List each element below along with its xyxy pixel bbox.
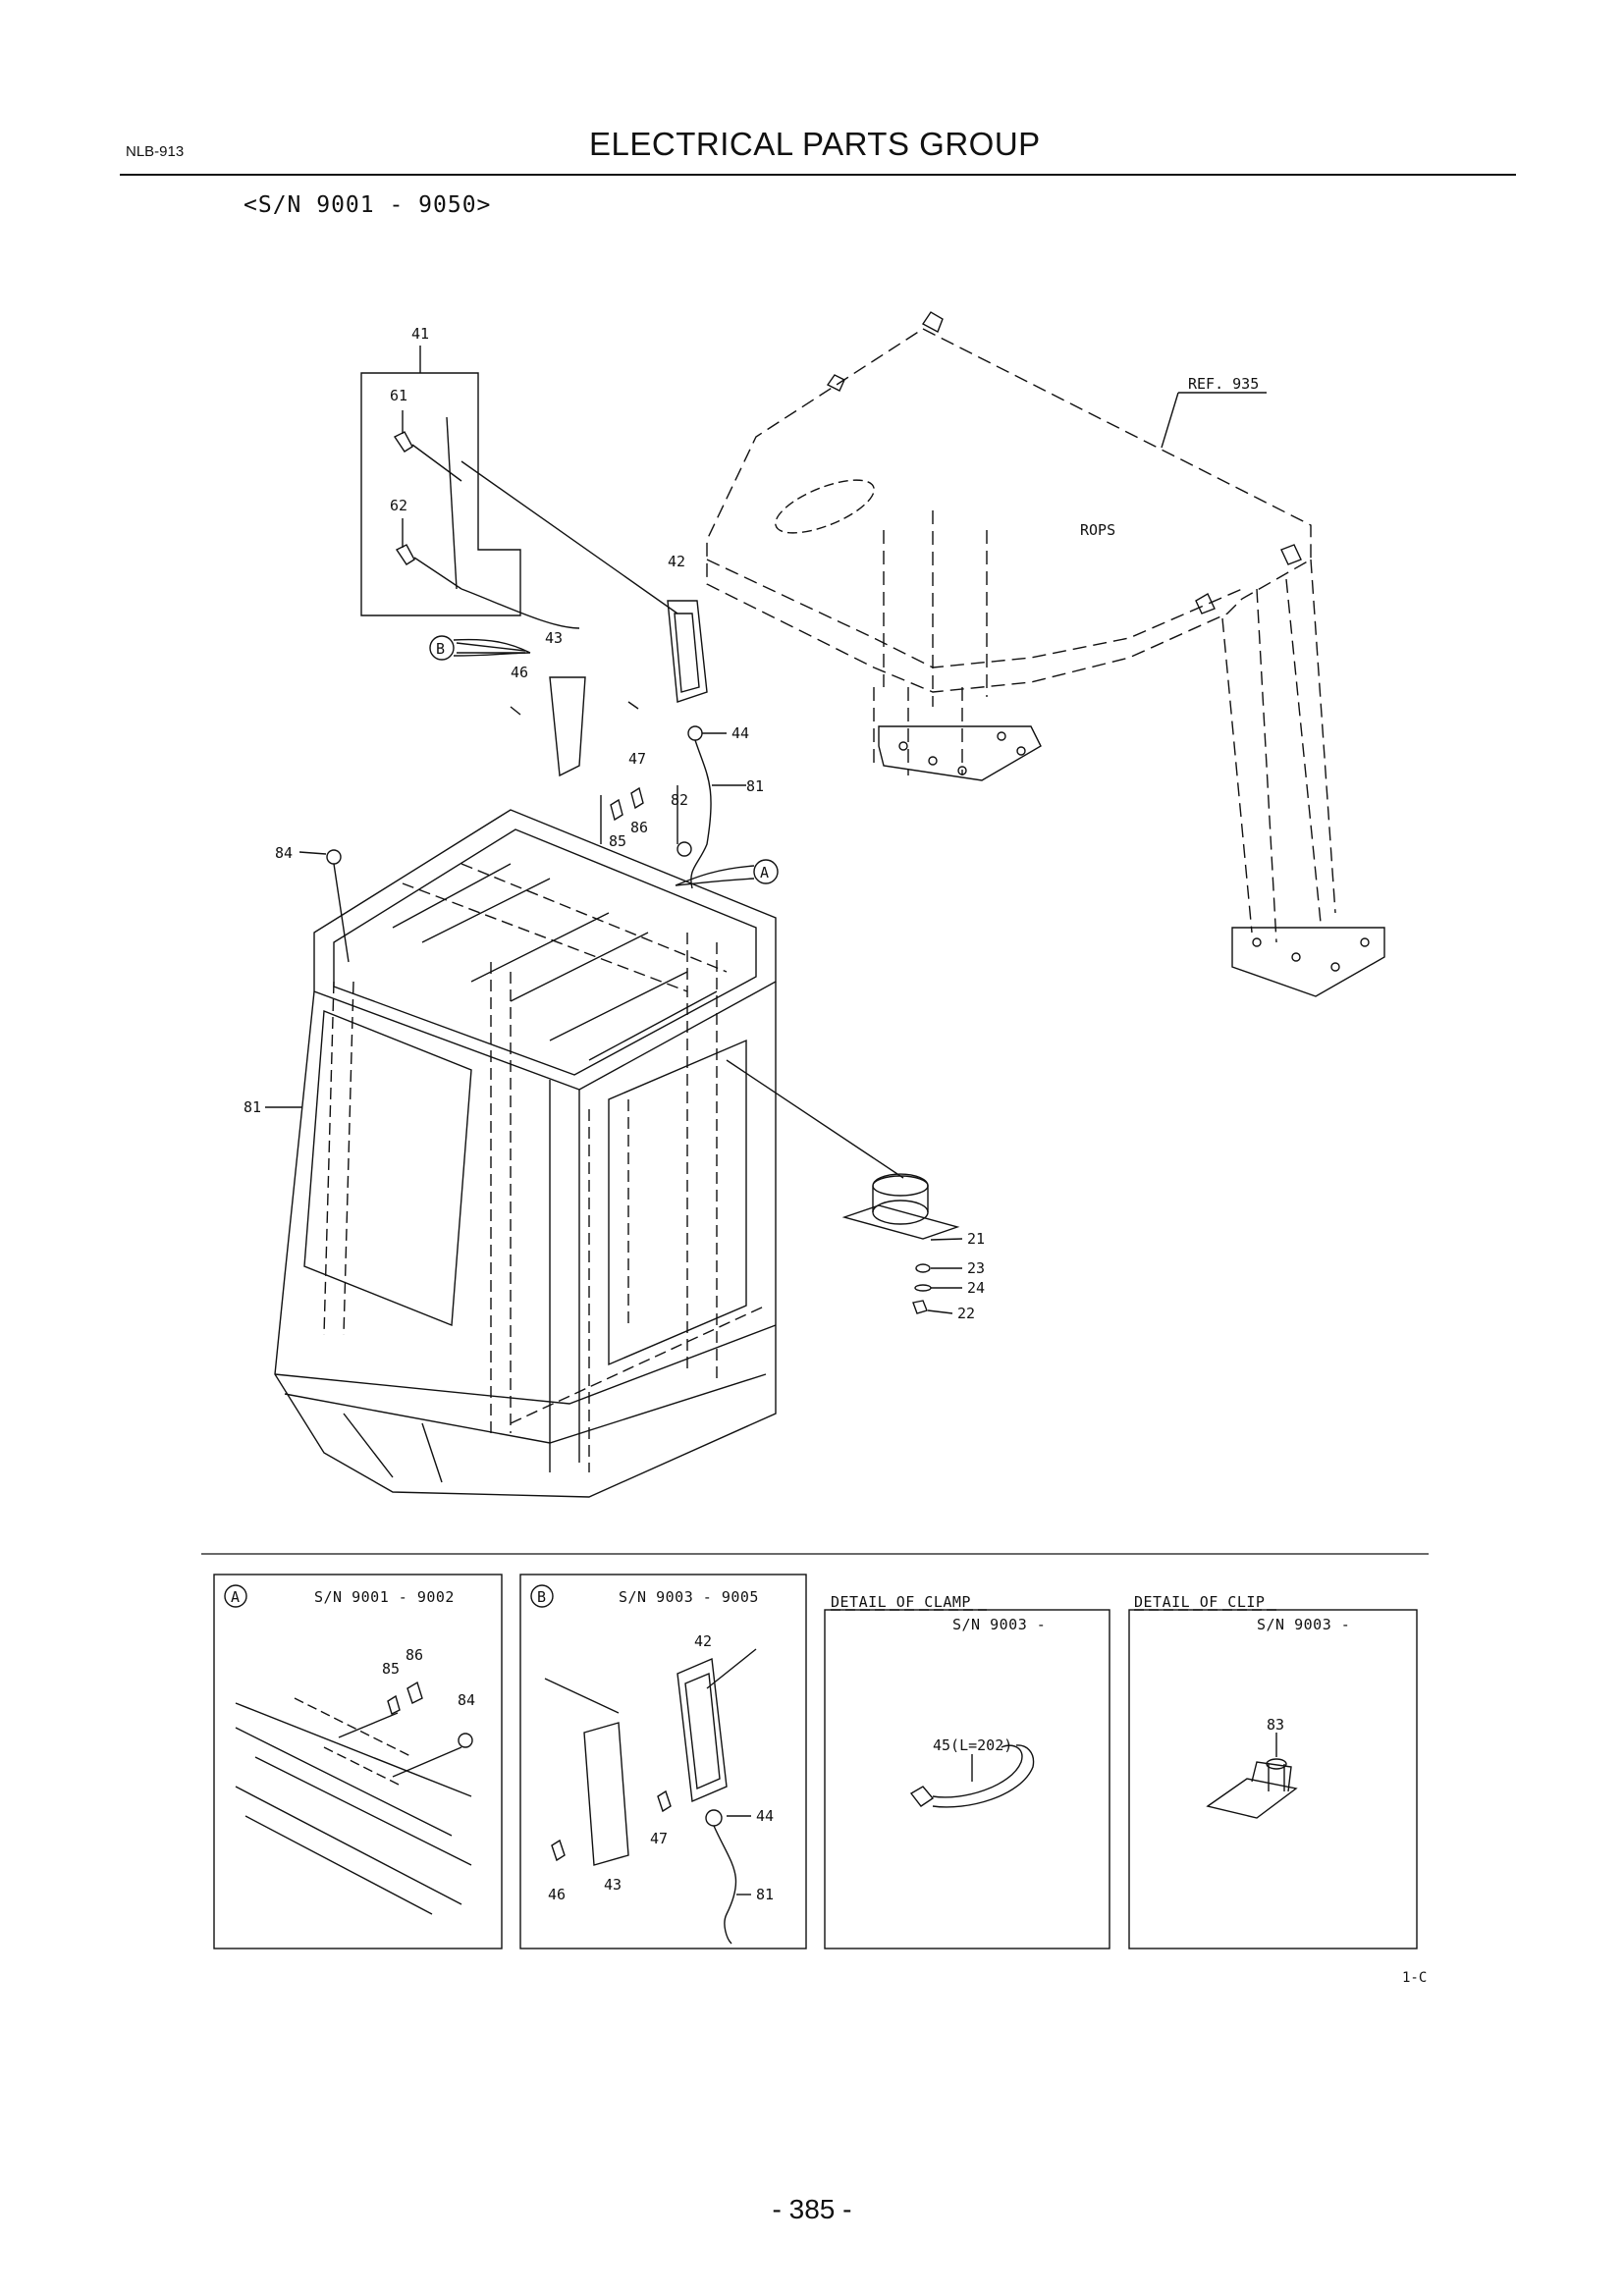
detail-a-panel	[213, 1574, 503, 1949]
antenna-assembly-box	[360, 346, 580, 629]
part-label-23: 23	[967, 1259, 985, 1277]
rops-base-plates	[878, 725, 1385, 997]
detail-clip-serial: S/N 9003 -	[1257, 1616, 1350, 1633]
part-label-43: 43	[545, 629, 563, 647]
detail-b-label-46: 46	[548, 1886, 566, 1903]
part-label-47: 47	[628, 750, 646, 768]
part-label-46: 46	[511, 664, 528, 681]
antenna-base	[510, 600, 746, 889]
detail-b-label-81: 81	[756, 1886, 774, 1903]
part-label-86: 86	[630, 819, 648, 836]
rops-label: ROPS	[1080, 521, 1115, 539]
header-rule	[120, 174, 1516, 176]
detail-a-serial: S/N 9001 - 9002	[314, 1588, 455, 1606]
detail-a-label-85: 85	[382, 1660, 400, 1678]
serial-range: <S/N 9001 - 9050>	[244, 192, 492, 218]
detail-b-panel	[519, 1574, 807, 1949]
roof-channels	[392, 863, 718, 1061]
part-label-84: 84	[275, 844, 293, 862]
detail-a-label-86: 86	[406, 1646, 423, 1664]
detail-clamp-panel	[824, 1609, 1110, 1949]
rops-slot	[775, 479, 875, 534]
antenna-leader	[460, 460, 678, 614]
part-label-81-top: 81	[746, 777, 764, 795]
detail-clamp-label: 45(L=202)	[933, 1736, 1012, 1754]
detail-clip-label: 83	[1267, 1716, 1284, 1734]
part-label-41: 41	[411, 325, 429, 343]
detail-b-serial: S/N 9003 - 9005	[619, 1588, 759, 1606]
leader-84	[298, 851, 327, 855]
detail-clamp-serial: S/N 9003 -	[952, 1616, 1046, 1633]
part-label-81-side: 81	[244, 1098, 261, 1116]
part-label-61: 61	[390, 387, 407, 404]
page-number: - 385 -	[772, 2194, 852, 2224]
detail-clamp-title: DETAIL OF CLAMP	[831, 1593, 971, 1611]
callout-a-arrow	[675, 859, 779, 886]
ref-label: REF. 935	[1188, 375, 1259, 393]
part-label-62: 62	[390, 497, 407, 514]
callout-a-label: A	[760, 864, 769, 881]
cable-grommet-parts	[326, 785, 692, 963]
detail-b-label-47: 47	[650, 1830, 668, 1847]
detail-b-letter: B	[537, 1588, 547, 1606]
part-label-82: 82	[671, 791, 688, 809]
rops-canopy	[706, 328, 1336, 943]
detail-clip-panel	[1128, 1609, 1418, 1949]
part-label-85: 85	[609, 832, 626, 850]
document-code: NLB-913	[126, 143, 185, 160]
part-label-44: 44	[731, 724, 749, 742]
detail-b-label-42: 42	[694, 1632, 712, 1650]
part-label-42: 42	[668, 553, 685, 570]
callout-b-label: B	[436, 640, 445, 658]
detail-clip-title: DETAIL OF CLIP	[1134, 1593, 1265, 1611]
part-label-24: 24	[967, 1279, 985, 1297]
callout-b-arrow	[429, 635, 531, 661]
figure-code: 1-C	[1402, 1970, 1428, 1986]
cab-hidden-lines	[323, 863, 767, 1472]
ref-leader	[1161, 392, 1179, 449]
rops-brackets	[826, 311, 1302, 614]
detail-a-letter: A	[231, 1588, 241, 1606]
part-label-21: 21	[967, 1230, 985, 1248]
page-title: ELECTRICAL PARTS GROUP	[589, 126, 1041, 162]
cab-frame	[274, 809, 777, 1498]
speaker-assembly	[726, 1059, 963, 1314]
part-label-22: 22	[957, 1305, 975, 1322]
detail-a-label-84: 84	[458, 1691, 475, 1709]
detail-b-label-43: 43	[604, 1876, 622, 1894]
detail-b-label-44: 44	[756, 1807, 774, 1825]
